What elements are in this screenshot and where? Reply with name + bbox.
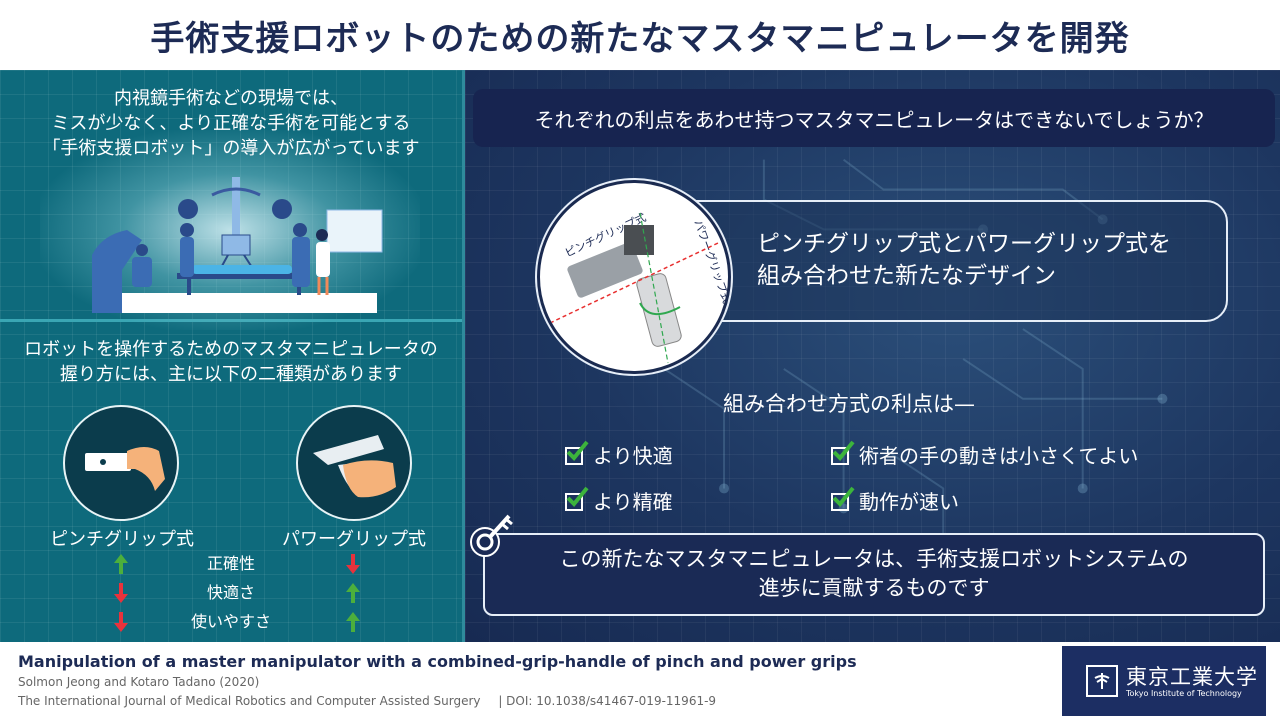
tokyo-tech-emblem-icon — [1086, 665, 1118, 697]
left-panel: 内視鏡手術などの現場では、 ミスが少なく、より正確な手術を可能とする 「手術支援… — [0, 70, 462, 642]
conclusion-box: この新たなマスタマニピュレータは、手術支援ロボットシステムの 進歩に貢献するもの… — [483, 533, 1265, 616]
logo-name-jp: 東京工業大学 — [1126, 664, 1258, 689]
intro-section: 内視鏡手術などの現場では、 ミスが少なく、より正確な手術を可能とする 「手術支援… — [0, 70, 462, 330]
logo-text: 東京工業大学 Tokyo Institute of Technology — [1126, 665, 1258, 698]
key-icon — [470, 514, 513, 557]
intro-line: 内視鏡手術などの現場では、 — [114, 88, 348, 109]
grip-intro-line: ロボットを操作するためのマスタマニピュレータの — [24, 339, 438, 360]
comparison-row: 快適さ — [0, 580, 462, 606]
benefits-heading: 組み合わせ方式の利点は— — [723, 392, 975, 416]
checkbox-checked-icon — [565, 486, 589, 511]
checkbox-checked-icon — [831, 440, 855, 465]
comparison-attribute: 正確性 — [206, 554, 255, 573]
benefit-text: 術者の手の動きは小さくてよい — [859, 444, 1139, 468]
benefit-text: 動作が速い — [859, 490, 959, 514]
design-description-box: ピンチグリップ式とパワーグリップ式を 組み合わせた新たなデザイン — [635, 200, 1228, 322]
grip-intro-line: 握り方には、主に以下の二種類があります — [60, 364, 402, 385]
benefit-text: より精確 — [593, 490, 673, 514]
design-line: ピンチグリップ式とパワーグリップ式を — [757, 231, 1171, 257]
title-bar: 手術支援ロボットのための新たなマスタマニピュレータを開発 — [0, 0, 1280, 70]
journal-name: The International Journal of Medical Rob… — [18, 694, 481, 708]
benefit-item: より精確 — [565, 486, 673, 515]
comparison-attribute: 使いやすさ — [190, 612, 271, 631]
conclusion-line: この新たなマスタマニピュレータは、手術支援ロボットシステムの — [559, 547, 1189, 571]
paper-title: Manipulation of a master manipulator wit… — [18, 652, 857, 671]
doi-link[interactable]: | DOI: 10.1038/s41467-019-11961-9 — [498, 694, 717, 708]
arrow-up-icon — [114, 554, 128, 574]
checkbox-checked-icon — [831, 486, 855, 511]
benefit-text: より快適 — [593, 444, 673, 468]
comparison-row: 正確性 — [0, 551, 462, 577]
conclusion-line: 進歩に貢献するものです — [758, 576, 990, 600]
intro-line: 「手術支援ロボット」の導入が広がっています — [42, 138, 420, 159]
comparison-attribute: 快適さ — [206, 583, 255, 602]
benefit-item: 動作が速い — [831, 486, 959, 515]
surgery-robot-illustration — [92, 177, 383, 313]
pinch-grip-label: ピンチグリップ式 — [50, 529, 194, 550]
citation-footer: Manipulation of a master manipulator wit… — [0, 642, 1280, 720]
right-panel: それぞれの利点をあわせ持つマスタマニピュレータはできないでしょうか？ ピンチグリ… — [462, 70, 1280, 642]
grip-intro-text: ロボットを操作するためのマスタマニピュレータの 握り方には、主に以下の二種類があ… — [0, 337, 462, 387]
intro-line: ミスが少なく、より正確な手術を可能とする — [51, 113, 411, 134]
logo-name-en: Tokyo Institute of Technology — [1126, 688, 1242, 698]
benefit-item: より快適 — [565, 440, 673, 469]
paper-authors: Solmon Jeong and Kotaro Tadano (2020) — [18, 675, 260, 689]
power-grip-label: パワーグリップ式 — [282, 529, 426, 550]
arrow-down-icon — [114, 612, 128, 632]
university-logo: 東京工業大学 Tokyo Institute of Technology — [1062, 646, 1266, 716]
checkbox-checked-icon — [565, 440, 589, 465]
arrow-up-icon — [346, 583, 360, 603]
arrow-down-icon — [114, 583, 128, 603]
combined-grip-diagram: ピンチグリップ式 パワーグリップ式 — [537, 180, 731, 374]
grip-comparison-section: ロボットを操作するためのマスタマニピュレータの 握り方には、主に以下の二種類があ… — [0, 325, 462, 642]
question-banner: それぞれの利点をあわせ持つマスタマニピュレータはできないでしょうか？ — [473, 89, 1275, 147]
pinch-grip-hand-icon — [63, 405, 179, 521]
power-grip-hand-icon — [296, 405, 412, 521]
arrow-up-icon — [346, 612, 360, 632]
page-title: 手術支援ロボットのための新たなマスタマニピュレータを開発 — [150, 18, 1130, 59]
comparison-row: 使いやすさ — [0, 609, 462, 635]
benefit-item: 術者の手の動きは小さくてよい — [831, 440, 1138, 469]
intro-text: 内視鏡手術などの現場では、 ミスが少なく、より正確な手術を可能とする 「手術支援… — [0, 86, 462, 161]
design-line: 組み合わせた新たなデザイン — [757, 263, 1056, 289]
arrow-down-icon — [346, 554, 360, 574]
journal-line: The International Journal of Medical Rob… — [18, 694, 716, 708]
